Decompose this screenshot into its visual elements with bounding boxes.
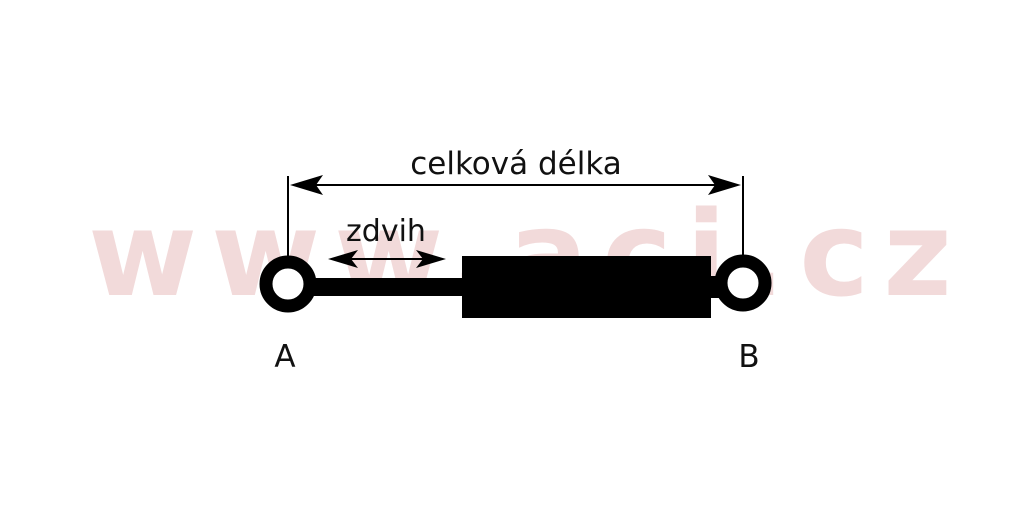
stroke-label: zdvih — [346, 214, 426, 249]
end-eye-a — [259, 255, 317, 313]
total-length-dimension: celková délka — [287, 146, 744, 262]
gas-spring — [259, 254, 772, 318]
total-length-arrow-left — [290, 175, 323, 195]
stroke-arrow-right — [416, 250, 446, 268]
end-label-b: B — [738, 339, 759, 375]
total-length-label: celková délka — [410, 146, 622, 182]
total-length-arrow-right — [708, 175, 741, 195]
piston-rod — [304, 278, 468, 296]
stroke-dimension: zdvih — [328, 214, 446, 268]
end-label-a: A — [274, 339, 295, 375]
end-eye-b — [714, 254, 772, 312]
cylinder-body — [462, 256, 711, 318]
stroke-arrow-left — [328, 250, 358, 268]
